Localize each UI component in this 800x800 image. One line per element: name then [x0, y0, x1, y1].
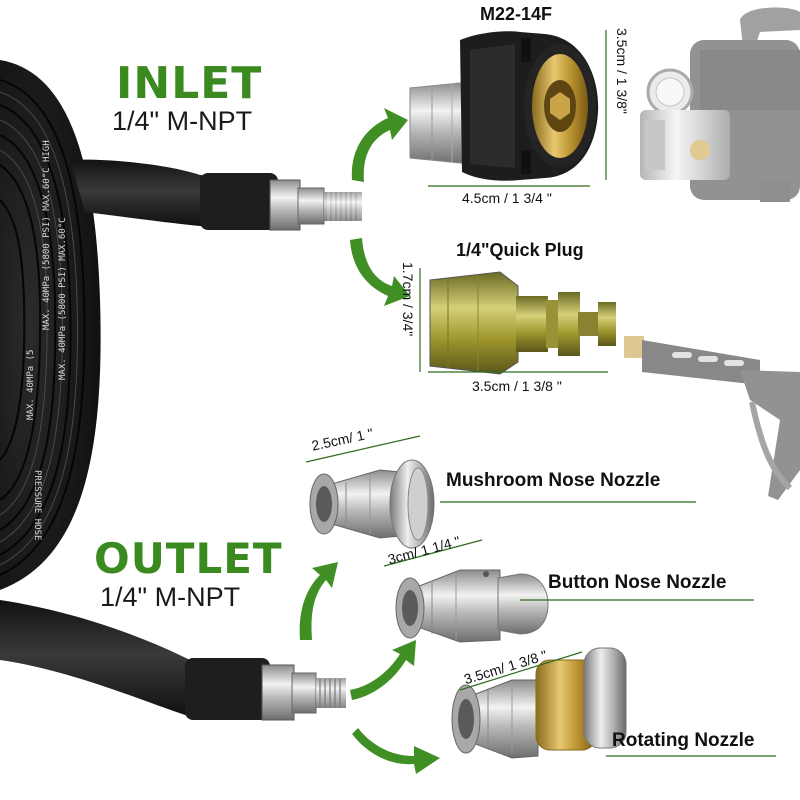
quick-plug-height-dim: 1.7cm / 3/4" [400, 262, 416, 337]
outlet-hose-tail [0, 600, 346, 721]
pressure-washer-image [640, 7, 800, 202]
rotating-nozzle [451, 647, 627, 759]
m22-label: M22-14F [480, 4, 553, 24]
mushroom-dimension-line [305, 435, 696, 503]
outlet-title: OUTLET [94, 534, 283, 583]
quick-plug-fitting [429, 271, 616, 375]
button-label: Button Nose Nozzle [548, 572, 727, 593]
rotating-dimension-line [459, 651, 776, 757]
spray-gun-image [624, 336, 800, 500]
quick-plug-label: 1/4"Quick Plug [456, 240, 584, 260]
green-arrows [299, 108, 440, 774]
quick-plug-dimension-lines [419, 268, 608, 373]
m22-height-dim: 3.5cm / 1 3/8" [614, 28, 630, 114]
m22-width-dim: 4.5cm / 1 3/4 " [462, 190, 552, 206]
hose-print-line-2: MAX. 40MPa (5800 PSI) MAX.60°C [58, 217, 68, 380]
button-dimension-line [383, 539, 754, 601]
mushroom-label: Mushroom Nose Nozzle [446, 470, 661, 491]
hose-print-line-3: MAX. 40MPa (5 [26, 349, 36, 420]
inlet-thread: 1/4" M-NPT [112, 106, 253, 136]
coiled-hose [0, 60, 101, 590]
button-nozzle [395, 569, 549, 643]
hose-print-line-1: MAX. 40MPa (5800 PSI) MAX.60°C HIGH [42, 140, 52, 330]
inlet-hose-tail [70, 159, 362, 231]
hose-print-line-4: PRESSURE HOSE [32, 470, 42, 541]
outlet-thread: 1/4" M-NPT [100, 582, 241, 612]
rotating-label: Rotating Nozzle [612, 730, 755, 751]
m22-fitting [409, 31, 599, 181]
inlet-title: INLET [116, 58, 263, 109]
quick-plug-width-dim: 3.5cm / 1 3/8 " [472, 378, 562, 394]
mushroom-nozzle [309, 459, 435, 549]
m22-dimension-lines [428, 30, 607, 187]
